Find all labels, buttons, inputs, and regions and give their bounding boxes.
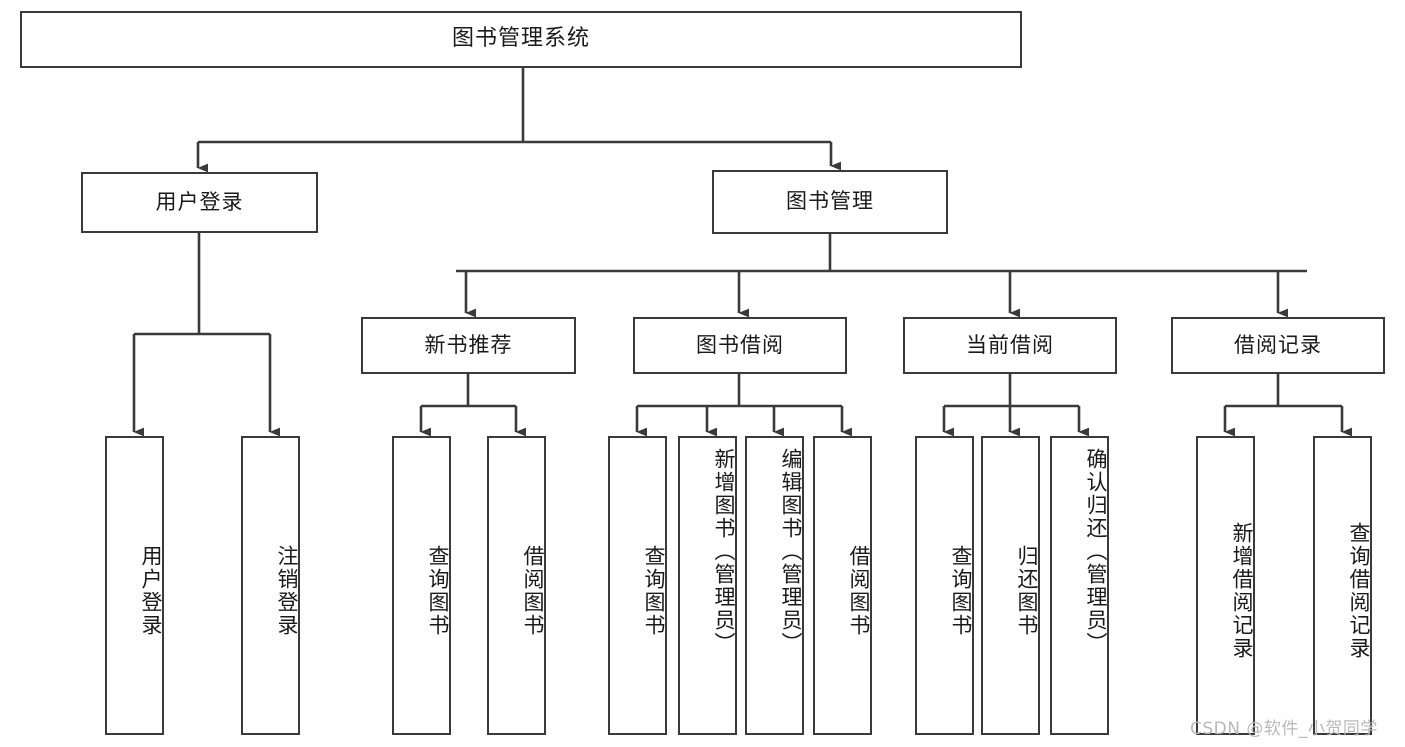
node-book-borrow[interactable]: 图书借阅 bbox=[633, 317, 847, 374]
leaf-bb-query-book-label: 查询图书 bbox=[642, 544, 666, 637]
leaf-logout-label: 注销登录 bbox=[275, 544, 299, 637]
leaf-br-add-record-label: 新增借阅记录 bbox=[1230, 521, 1254, 660]
leaf-bb-borrow-book[interactable]: 借阅图书 bbox=[813, 436, 872, 735]
leaf-nb-borrow-book[interactable]: 借阅图书 bbox=[487, 436, 546, 735]
leaf-br-query-record-label: 查询借阅记录 bbox=[1347, 521, 1371, 660]
leaf-bb-edit-book[interactable]: 编辑图书（管理员） bbox=[745, 436, 804, 735]
leaf-cb-query-book-label: 查询图书 bbox=[949, 544, 973, 637]
node-book-management-label: 图书管理 bbox=[786, 189, 874, 214]
node-user-login-label: 用户登录 bbox=[155, 189, 244, 214]
leaf-bb-add-book-label: 新增图书（管理员） bbox=[712, 448, 736, 655]
leaf-nb-borrow-book-label: 借阅图书 bbox=[521, 544, 545, 637]
leaf-bb-query-book[interactable]: 查询图书 bbox=[608, 436, 667, 735]
node-new-book-recommend-label: 新书推荐 bbox=[424, 332, 513, 357]
node-borrow-record[interactable]: 借阅记录 bbox=[1171, 317, 1385, 374]
node-root-system[interactable]: 图书管理系统 bbox=[20, 11, 1022, 68]
leaf-cb-return-book[interactable]: 归还图书 bbox=[981, 436, 1040, 735]
leaf-cb-confirm-return[interactable]: 确认归还（管理员） bbox=[1050, 436, 1109, 735]
node-book-management[interactable]: 图书管理 bbox=[712, 170, 948, 234]
leaf-bb-edit-book-label: 编辑图书（管理员） bbox=[779, 448, 803, 655]
leaf-bb-borrow-book-label: 借阅图书 bbox=[847, 544, 871, 637]
leaf-br-query-record[interactable]: 查询借阅记录 bbox=[1313, 436, 1372, 735]
leaf-br-add-record[interactable]: 新增借阅记录 bbox=[1196, 436, 1255, 735]
leaf-cb-return-book-label: 归还图书 bbox=[1015, 544, 1039, 637]
node-root-label: 图书管理系统 bbox=[451, 26, 590, 52]
node-new-book-recommend[interactable]: 新书推荐 bbox=[361, 317, 576, 374]
leaf-cb-query-book[interactable]: 查询图书 bbox=[915, 436, 974, 735]
leaf-nb-query-book-label: 查询图书 bbox=[426, 544, 450, 637]
leaf-user-login[interactable]: 用户登录 bbox=[105, 436, 164, 735]
node-book-borrow-label: 图书借阅 bbox=[696, 332, 784, 357]
leaf-user-login-label: 用户登录 bbox=[139, 544, 163, 637]
node-current-borrow[interactable]: 当前借阅 bbox=[903, 317, 1117, 374]
node-user-login[interactable]: 用户登录 bbox=[81, 172, 318, 233]
leaf-logout[interactable]: 注销登录 bbox=[241, 436, 300, 735]
leaf-cb-confirm-return-label: 确认归还（管理员） bbox=[1084, 448, 1108, 655]
node-borrow-record-label: 借阅记录 bbox=[1234, 332, 1322, 357]
watermark-text: CSDN @软件_小贺同学 bbox=[1190, 719, 1378, 739]
node-current-borrow-label: 当前借阅 bbox=[966, 332, 1054, 357]
leaf-nb-query-book[interactable]: 查询图书 bbox=[392, 436, 451, 735]
leaf-bb-add-book[interactable]: 新增图书（管理员） bbox=[678, 436, 737, 735]
